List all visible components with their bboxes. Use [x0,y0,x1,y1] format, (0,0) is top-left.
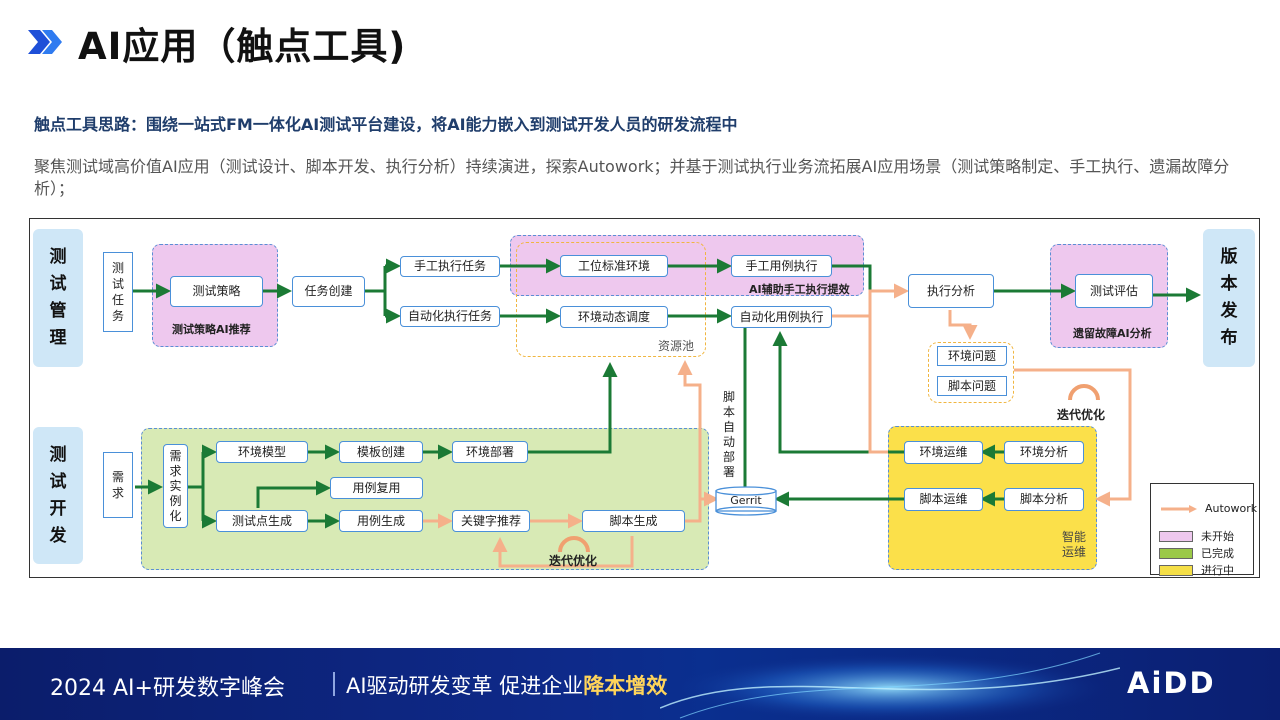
diagram-frame [29,218,1260,578]
footer-separator [333,672,335,696]
node-env-dispatch[interactable]: 环境动态调度 [560,306,668,328]
lane-release: 版本发布 [1203,229,1255,367]
node-manual-case-exec[interactable]: 手工用例执行 [731,255,832,277]
legend-in-progress: 进行中 [1159,562,1234,578]
legend-not-started: 未开始 [1159,528,1234,544]
label-manual-ai: AI辅助手工执行提效 [749,283,850,296]
label-resource-pool: 资源池 [658,339,695,353]
node-gerrit[interactable]: Gerrit [730,494,762,507]
node-test-strategy[interactable]: 测试策略 [170,276,263,307]
label-missed-fault-ai: 遗留故障AI分析 [1073,327,1152,340]
legend-autowork: Autowork [1159,502,1257,515]
node-env-deploy[interactable]: 环境部署 [452,441,528,463]
node-case-reuse[interactable]: 用例复用 [330,477,423,499]
label-smart-ops: 智能运维 [1062,530,1087,559]
footer-glow-decoration [660,652,1120,720]
iterate-arc-icon [558,536,590,553]
footer-banner: 2024 AI+研发数字峰会 AI驱动研发变革 促进企业降本增效 AiDD [0,648,1280,720]
node-exec-analysis[interactable]: 执行分析 [908,274,994,308]
lane-test-development: 测试开发 [33,427,83,564]
node-env-analysis[interactable]: 环境分析 [1004,441,1084,464]
node-keyword-recommend[interactable]: 关键字推荐 [452,510,530,532]
node-template-creation[interactable]: 模板创建 [339,441,423,463]
node-workstation-env[interactable]: 工位标准环境 [560,255,668,277]
page-title: AI应用（触点工具) [78,25,407,68]
lane-test-management: 测试管理 [33,229,83,367]
test-task-document: 测试任务 [103,252,133,332]
autowork-arrow-icon [1161,504,1197,513]
node-testpoint-gen[interactable]: 测试点生成 [216,510,308,532]
resource-pool-region [516,242,706,357]
page-description: 聚焦测试域高价值AI应用（测试设计、脚本开发、执行分析）持续演进，探索Autow… [34,157,1230,198]
node-script-gen[interactable]: 脚本生成 [582,510,685,532]
node-auto-task[interactable]: 自动化执行任务 [400,306,500,327]
node-script-ops[interactable]: 脚本运维 [904,488,983,511]
gerrit-cylinder-shape [715,486,777,516]
node-script-issue: 脚本问题 [937,376,1007,396]
requirement-document: 需求 [103,452,133,518]
title-chevron-icon [28,30,62,54]
node-env-ops[interactable]: 环境运维 [904,441,983,464]
node-case-gen[interactable]: 用例生成 [339,510,423,532]
node-test-evaluation[interactable]: 测试评估 [1075,274,1153,308]
label-iterate-top: 迭代优化 [1057,408,1106,422]
legend-completed: 已完成 [1159,545,1234,561]
issue-group-region [928,342,1014,403]
node-auto-case-exec[interactable]: 自动化用例执行 [731,306,832,328]
label-strategy-ai: 测试策略AI推荐 [172,323,251,336]
page-subtitle: 触点工具思路：围绕一站式FM一体化AI测试平台建设，将AI能力嵌入到测试开发人员… [34,115,738,134]
node-manual-task[interactable]: 手工执行任务 [400,256,500,277]
node-env-issue: 环境问题 [937,346,1007,366]
footer-slogan: AI驱动研发变革 促进企业降本增效 [346,674,668,698]
node-env-model[interactable]: 环境模型 [216,441,308,463]
footer-logo: AiDD [1127,666,1216,700]
label-script-auto-deploy: 脚本自动部署 [723,390,736,479]
label-iterate-bottom: 迭代优化 [549,554,598,568]
node-task-creation[interactable]: 任务创建 [292,276,365,307]
node-script-analysis[interactable]: 脚本分析 [1004,488,1084,511]
legend: Autowork 未开始 已完成 进行中 [1150,483,1257,578]
footer-event-name: 2024 AI+研发数字峰会 [50,676,285,701]
node-req-instantiation[interactable]: 需求实例化 [163,444,188,528]
